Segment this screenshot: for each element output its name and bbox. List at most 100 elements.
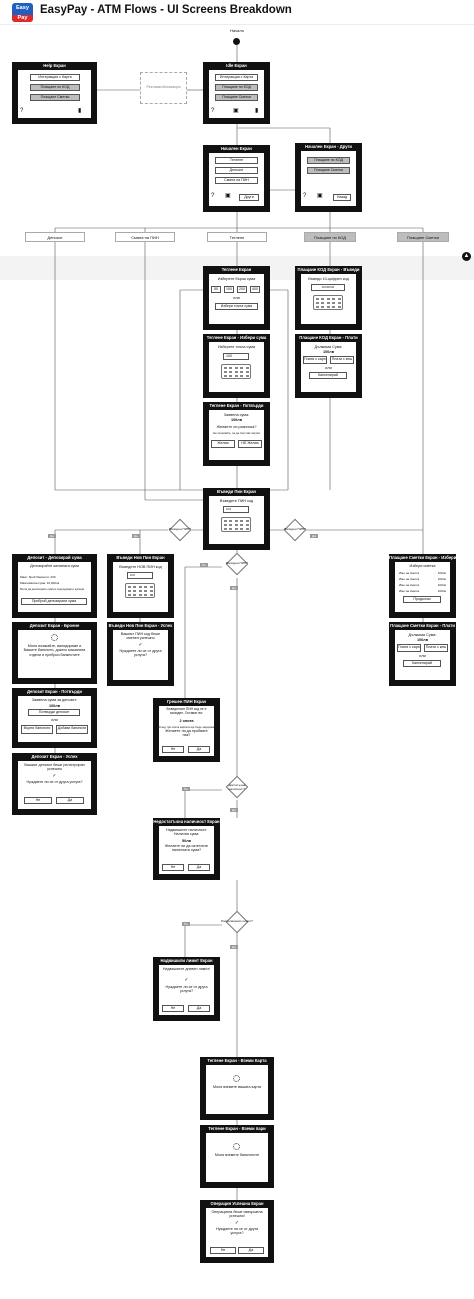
help-icon[interactable]: ? — [20, 108, 24, 114]
continue-button[interactable]: Продължи — [403, 596, 441, 603]
receipt-yes-button[interactable]: Желая — [211, 440, 235, 448]
attempts-left: 2 опита — [179, 719, 194, 723]
no-button[interactable]: Не — [162, 746, 184, 753]
change-pin-button[interactable]: Смяна на ПИН — [215, 177, 258, 184]
idle-pay-bills-button[interactable]: Плащане Сметки — [215, 94, 258, 101]
deposit-info-max: Максимална сума: 10,000лв — [20, 581, 60, 585]
no-button[interactable]: Не — [210, 1247, 236, 1254]
count-deposit-button[interactable]: Приброй депозирани сума — [21, 598, 87, 605]
screen-title: Депозит Екран - Успех — [31, 754, 78, 759]
branch-pay-code: Плащане по КОД — [304, 232, 356, 242]
bill-row-name[interactable]: Име на сметка — [399, 571, 420, 575]
yes-button[interactable]: Да — [188, 746, 210, 753]
amount-50[interactable]: 50 — [211, 286, 221, 293]
receipt-no-button[interactable]: НЕ Желая — [238, 440, 262, 448]
no-button[interactable]: Не — [24, 797, 52, 804]
due-amount: 100лв — [416, 638, 429, 642]
bill-row-name[interactable]: Име на сметка — [399, 583, 420, 587]
screen-home-other: Начален Екран - Други Плащане по КОД Пла… — [295, 143, 362, 212]
amount-400[interactable]: 400 — [250, 286, 260, 293]
screen-title: Плащане КОД Екран - Плати — [299, 335, 358, 340]
screen-title: Депозит Екран - Потвърди — [26, 689, 82, 694]
help-pay-code-button[interactable]: Плащане по КОД — [30, 84, 80, 91]
no-button[interactable]: Не — [162, 864, 184, 871]
yes-button[interactable]: Да — [238, 1247, 264, 1254]
help-icon[interactable]: ? — [211, 108, 215, 114]
bill-row-amount: 100лв — [437, 577, 446, 581]
screen-wrong-pin: Грешен ПИН Екран Въведеният ПИН код не е… — [153, 698, 220, 762]
yes-button[interactable]: Да — [188, 1005, 210, 1012]
loading-icon — [233, 1143, 240, 1150]
due-amount: 100лв — [322, 350, 335, 354]
attempts-note: След три опита картата ще бъде задържана — [159, 725, 214, 729]
card-icon: ▮ — [78, 108, 82, 114]
amount-100[interactable]: 100 — [224, 286, 234, 293]
other-service-question: Нуждаете ли се от друга услуга? — [119, 649, 162, 658]
return-bills-button[interactable]: Върни банкноти — [21, 725, 53, 734]
cancel-button[interactable]: Канселирай — [403, 660, 441, 667]
bill-row-name[interactable]: Име на сметка — [399, 577, 420, 581]
wrong-pin-text: Въведеният ПИН код не е валиден. Остават… — [166, 707, 207, 715]
logo-text-top: Easy — [15, 5, 30, 11]
lang-icon[interactable]: ▣ — [233, 108, 239, 114]
amount-input[interactable]: 100 — [223, 353, 249, 360]
bill-row-name[interactable]: Име на сметка — [399, 589, 420, 593]
add-bills-button[interactable]: Добави банкноти — [56, 725, 88, 734]
arrow-up-icon[interactable]: ▲ — [462, 252, 471, 261]
screen-title: Теглене Екран — [221, 267, 252, 272]
new-pin-input[interactable]: •••• — [127, 572, 153, 579]
pay-card-button[interactable]: Плати с карта — [397, 644, 421, 652]
lang-icon[interactable]: ▣ — [225, 193, 231, 199]
other-service-question: Нуждаете ли се от друга услуга? — [215, 1227, 259, 1236]
idle-card-button[interactable]: Интеракция с Карта — [215, 74, 258, 81]
pay-code-button[interactable]: Плащане по КОД — [307, 157, 350, 164]
withdraw-available-question: Желаете ли да изтеглите наличната сума? — [164, 844, 209, 853]
help-icon[interactable]: ? — [211, 193, 215, 199]
keypad-icon — [221, 364, 251, 379]
other-button[interactable]: Други — [239, 194, 259, 201]
no-button[interactable]: Не — [162, 1005, 184, 1012]
code-prompt: Въведи 10-цифрен код — [308, 277, 349, 281]
yes-button[interactable]: Да — [188, 864, 210, 871]
decision-label: Валиден ПИН? — [169, 527, 191, 531]
pin-prompt: Въведете ПИН код — [219, 499, 254, 503]
amount-200[interactable]: 200 — [237, 286, 247, 293]
code-input[interactable]: •••••••••• — [311, 284, 345, 291]
screen-pay-code: Плащане КОД Екран - Въведи Въведи 10-циф… — [295, 266, 362, 330]
help-card-button[interactable]: Интеракция с Карта — [30, 74, 80, 81]
yes-button[interactable]: Да — [56, 797, 84, 804]
screen-title: Теглене Екран - Избери сума — [206, 335, 267, 340]
withdraw-button[interactable]: Теглене — [215, 157, 258, 164]
pay-cash-button[interactable]: Плати с кеш — [330, 356, 354, 364]
screen-pin: Въведи Пин Екран Въведете ПИН код •••• — [203, 488, 270, 550]
screen-home: Начален Екран Теглене Депозит Смяна на П… — [203, 145, 270, 212]
confirm-deposit-button[interactable]: Потвърди депозит — [28, 709, 80, 716]
back-button[interactable]: Назад — [333, 194, 351, 201]
screen-new-pin: Въведи Нов Пин Екран Въведете НОВ ПИН ко… — [107, 554, 174, 618]
page-title: EasyPay - ATM Flows - UI Screens Breakdo… — [40, 4, 292, 16]
pay-cash-button[interactable]: Плати с кеш — [424, 644, 448, 652]
cancel-button[interactable]: Канселирай — [309, 372, 347, 379]
screen-pay-code-pay: Плащане КОД Екран - Плати Дължима Сума: … — [295, 334, 362, 398]
lang-icon[interactable]: ▣ — [317, 193, 323, 199]
pin-input[interactable]: •••• — [223, 506, 249, 513]
screen-deposit-success: Депозит Екран - Успех Вашият депозит беш… — [12, 753, 97, 815]
bills-prompt: Избери сметка — [409, 564, 436, 568]
screen-title: Начален Екран — [221, 146, 252, 151]
deposit-button[interactable]: Депозит — [215, 167, 258, 174]
help-icon[interactable]: ? — [303, 193, 307, 199]
pay-card-button[interactable]: Плати с карта — [303, 356, 327, 364]
help-pay-bills-button[interactable]: Плащане Сметки — [30, 94, 80, 101]
decision-label: Валиден ПИН? — [226, 561, 248, 565]
custom-amount-button[interactable]: Избери точна сума — [215, 303, 258, 310]
tag-no: Не — [200, 563, 208, 568]
deposit-requested-label: Заявена сума за депозит: — [31, 698, 78, 702]
success-text: Операцията беше извършена успешно! — [211, 1210, 263, 1219]
screen-take-cash: Теглене Екран - Вземи пари Моля вземете … — [200, 1125, 274, 1188]
idle-pay-code-button[interactable]: Плащане по КОД — [215, 84, 258, 91]
screen-idle: Idle Екран Интеракция с Карта Плащане по… — [203, 62, 270, 124]
pay-bills-button[interactable]: Плащане Сметки — [307, 167, 350, 174]
due-label: Дължима Сума: — [408, 633, 437, 637]
tag-yes: Да — [132, 534, 140, 539]
keypad-icon — [313, 295, 343, 310]
